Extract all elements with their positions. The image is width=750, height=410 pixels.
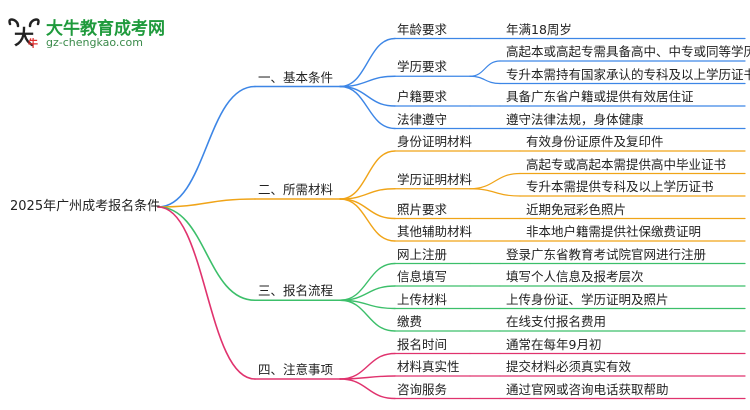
leaf-label: 遵守法律法规，身体健康 [506, 111, 644, 127]
leaf-label: 非本地户籍需提供社保缴费证明 [526, 224, 702, 239]
subtopic-connector [339, 352, 396, 380]
subtopic-connector [339, 198, 396, 242]
subtopic-connector [339, 75, 396, 88]
leaf-label: 登录广东省教育考试院官网进行注册 [506, 246, 707, 262]
svg-text:牛: 牛 [28, 37, 38, 50]
leaf-connector [469, 75, 501, 85]
leaf-label: 专升本需提供专科及以上学历证书 [526, 179, 714, 194]
leaf-label: 高起专或高起本需提供高中毕业证书 [526, 156, 727, 172]
subtopic-connector [339, 150, 396, 200]
leaf-label: 通常在每年9月初 [506, 336, 602, 352]
branch-connector [157, 206, 256, 302]
leaf-label: 专升本需持有国家承认的专科及以上学历证书 [506, 66, 750, 82]
branch-label: 四、注意事项 [258, 362, 334, 377]
leaf-label: 有效身份证原件及复印件 [526, 134, 664, 149]
subtopic-label: 身份证明材料 [397, 134, 473, 149]
subtopic-label: 信息填写 [397, 269, 448, 284]
bull-logo-icon: 大 牛 [8, 18, 40, 50]
leaf-label: 近期免冠彩色照片 [526, 201, 627, 217]
leaf-connector [469, 188, 521, 197]
leaf-label: 高起本或高起专需具备高中、中专或同等学历 [506, 44, 750, 59]
svg-text:大: 大 [14, 25, 34, 49]
subtopic-label: 法律遵守 [397, 111, 448, 127]
leaf-connector [469, 172, 521, 190]
subtopic-label: 咨询服务 [397, 381, 448, 397]
subtopic-label: 户籍要求 [397, 89, 448, 104]
subtopic-label: 报名时间 [397, 336, 448, 352]
branch-connector [157, 198, 256, 208]
subtopic-label: 缴费 [397, 314, 423, 329]
branch-connector [157, 85, 256, 208]
subtopic-connector [339, 85, 396, 107]
subtopic-label: 照片要求 [397, 201, 448, 217]
branch-label: 一、基本条件 [258, 69, 334, 85]
subtopic-connector [339, 299, 396, 332]
subtopic-label: 学历要求 [397, 59, 448, 75]
subtopic-label: 年龄要求 [397, 21, 448, 37]
branch-connector [157, 206, 256, 380]
subtopic-connector [339, 262, 396, 301]
subtopic-connector [339, 85, 396, 130]
root-topic: 2025年广州成考报名条件 [10, 199, 161, 214]
leaf-label: 上传身份证、学历证明及照片 [506, 291, 669, 307]
subtopic-label: 上传材料 [397, 291, 448, 307]
subtopic-label: 材料真实性 [397, 359, 460, 374]
logo-title: 大牛教育成考网 [46, 19, 165, 39]
subtopic-connector [339, 37, 396, 88]
leaf-label: 具备广东省户籍或提供有效居住证 [506, 89, 694, 104]
subtopic-connector [339, 198, 396, 220]
subtopic-connector [339, 378, 396, 400]
subtopic-label: 网上注册 [397, 246, 448, 262]
leaf-label: 在线支付报名费用 [506, 314, 607, 329]
leaf-label: 填写个人信息及报考层次 [506, 269, 644, 284]
branch-label: 三、报名流程 [258, 283, 334, 299]
leaf-label: 提交材料必须真实有效 [506, 359, 632, 374]
leaf-label: 通过官网或咨询电话获取帮助 [506, 381, 669, 397]
subtopic-connector [339, 188, 396, 200]
leaf-connector [469, 60, 501, 77]
branch-label: 二、所需材料 [258, 182, 334, 197]
logo: 大 牛 大牛教育成考网 gz-chengkao.com [6, 12, 176, 52]
subtopic-label: 其他辅助材料 [397, 224, 473, 239]
leaf-label: 年满18周岁 [506, 21, 572, 37]
subtopic-label: 学历证明材料 [397, 171, 473, 187]
subtopic-connector [339, 285, 396, 301]
logo-url: gz-chengkao.com [46, 36, 143, 49]
